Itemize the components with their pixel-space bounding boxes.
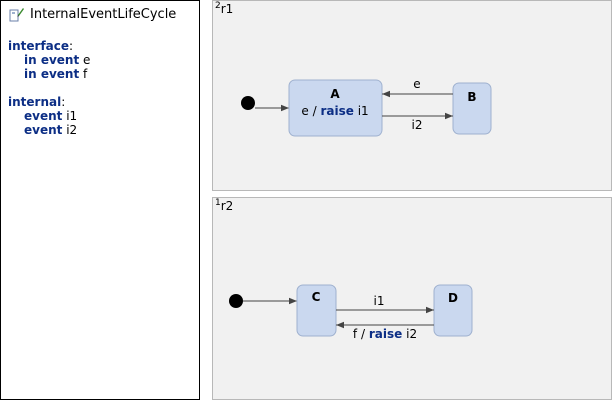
colon: : xyxy=(61,95,66,109)
event-name: e xyxy=(83,53,91,67)
region-priority: 1 xyxy=(215,198,221,208)
transition-d-to-c-label: f / raise i2 xyxy=(353,327,417,341)
in-event-keyword: in event xyxy=(24,53,80,67)
colon: : xyxy=(69,39,74,53)
region-r1-diagram: A e / raise i1 B e i2 xyxy=(241,77,492,137)
raise-keyword: raise xyxy=(320,104,353,118)
statechart-definition-panel: InternalEventLifeCycle interface: in eve… xyxy=(0,0,200,400)
internal-event-i1: event i1 xyxy=(8,109,90,123)
transition-c-to-d-label: i1 xyxy=(374,294,385,308)
region-priority: 2 xyxy=(215,1,221,11)
event-name: f xyxy=(83,67,88,81)
statechart-icon xyxy=(9,8,24,22)
internal-declaration: internal: xyxy=(8,95,90,109)
action-separator: / xyxy=(313,104,318,118)
region-label: 1r2 xyxy=(215,198,233,213)
transition-event: i2 xyxy=(406,327,417,341)
interface-keyword: interface xyxy=(8,39,70,53)
event-keyword: event xyxy=(24,123,63,137)
region-r1[interactable]: 2r1 A e / raise i1 B e i2 xyxy=(212,0,612,191)
event-name: i2 xyxy=(66,123,78,137)
state-c-name: C xyxy=(312,290,321,304)
region-r2[interactable]: 1r2 C D i1 f / raise i2 xyxy=(212,197,612,400)
state-d-name: D xyxy=(448,291,458,305)
state-b[interactable]: B xyxy=(452,82,492,135)
interface-declaration: interface: xyxy=(8,39,90,53)
transition-separator: / xyxy=(361,327,366,341)
state-b-name: B xyxy=(467,90,476,104)
internal-event-i2: event i2 xyxy=(8,123,90,137)
in-event-keyword: in event xyxy=(24,67,80,81)
event-keyword: event xyxy=(24,109,63,123)
action-trigger: e xyxy=(301,104,308,118)
internal-keyword: internal xyxy=(8,95,62,109)
state-c[interactable]: C xyxy=(296,284,337,337)
region-name: r2 xyxy=(220,199,234,213)
state-a-name: A xyxy=(330,87,340,101)
definition-text: interface: in event e in event f interna… xyxy=(8,39,90,137)
transition-b-to-a-label: e xyxy=(413,77,420,91)
interface-event-f: in event f xyxy=(8,67,90,81)
initial-state[interactable] xyxy=(241,96,255,110)
transition-trigger: f xyxy=(353,327,358,341)
state-a-action: e / raise i1 xyxy=(301,104,368,118)
action-event: i1 xyxy=(358,104,369,118)
region-label: 2r1 xyxy=(215,1,233,16)
state-d[interactable]: D xyxy=(433,284,473,337)
region-name: r1 xyxy=(220,2,234,16)
raise-keyword: raise xyxy=(369,327,402,341)
transition-a-to-b-label: i2 xyxy=(412,118,423,132)
statechart-title: InternalEventLifeCycle xyxy=(30,6,177,22)
statechart-title-row: InternalEventLifeCycle xyxy=(9,6,176,22)
interface-event-e: in event e xyxy=(8,53,90,67)
region-r2-diagram: C D i1 f / raise i2 xyxy=(229,284,473,341)
initial-state[interactable] xyxy=(229,294,243,308)
event-name: i1 xyxy=(66,109,78,123)
state-a[interactable]: A e / raise i1 xyxy=(288,79,383,137)
